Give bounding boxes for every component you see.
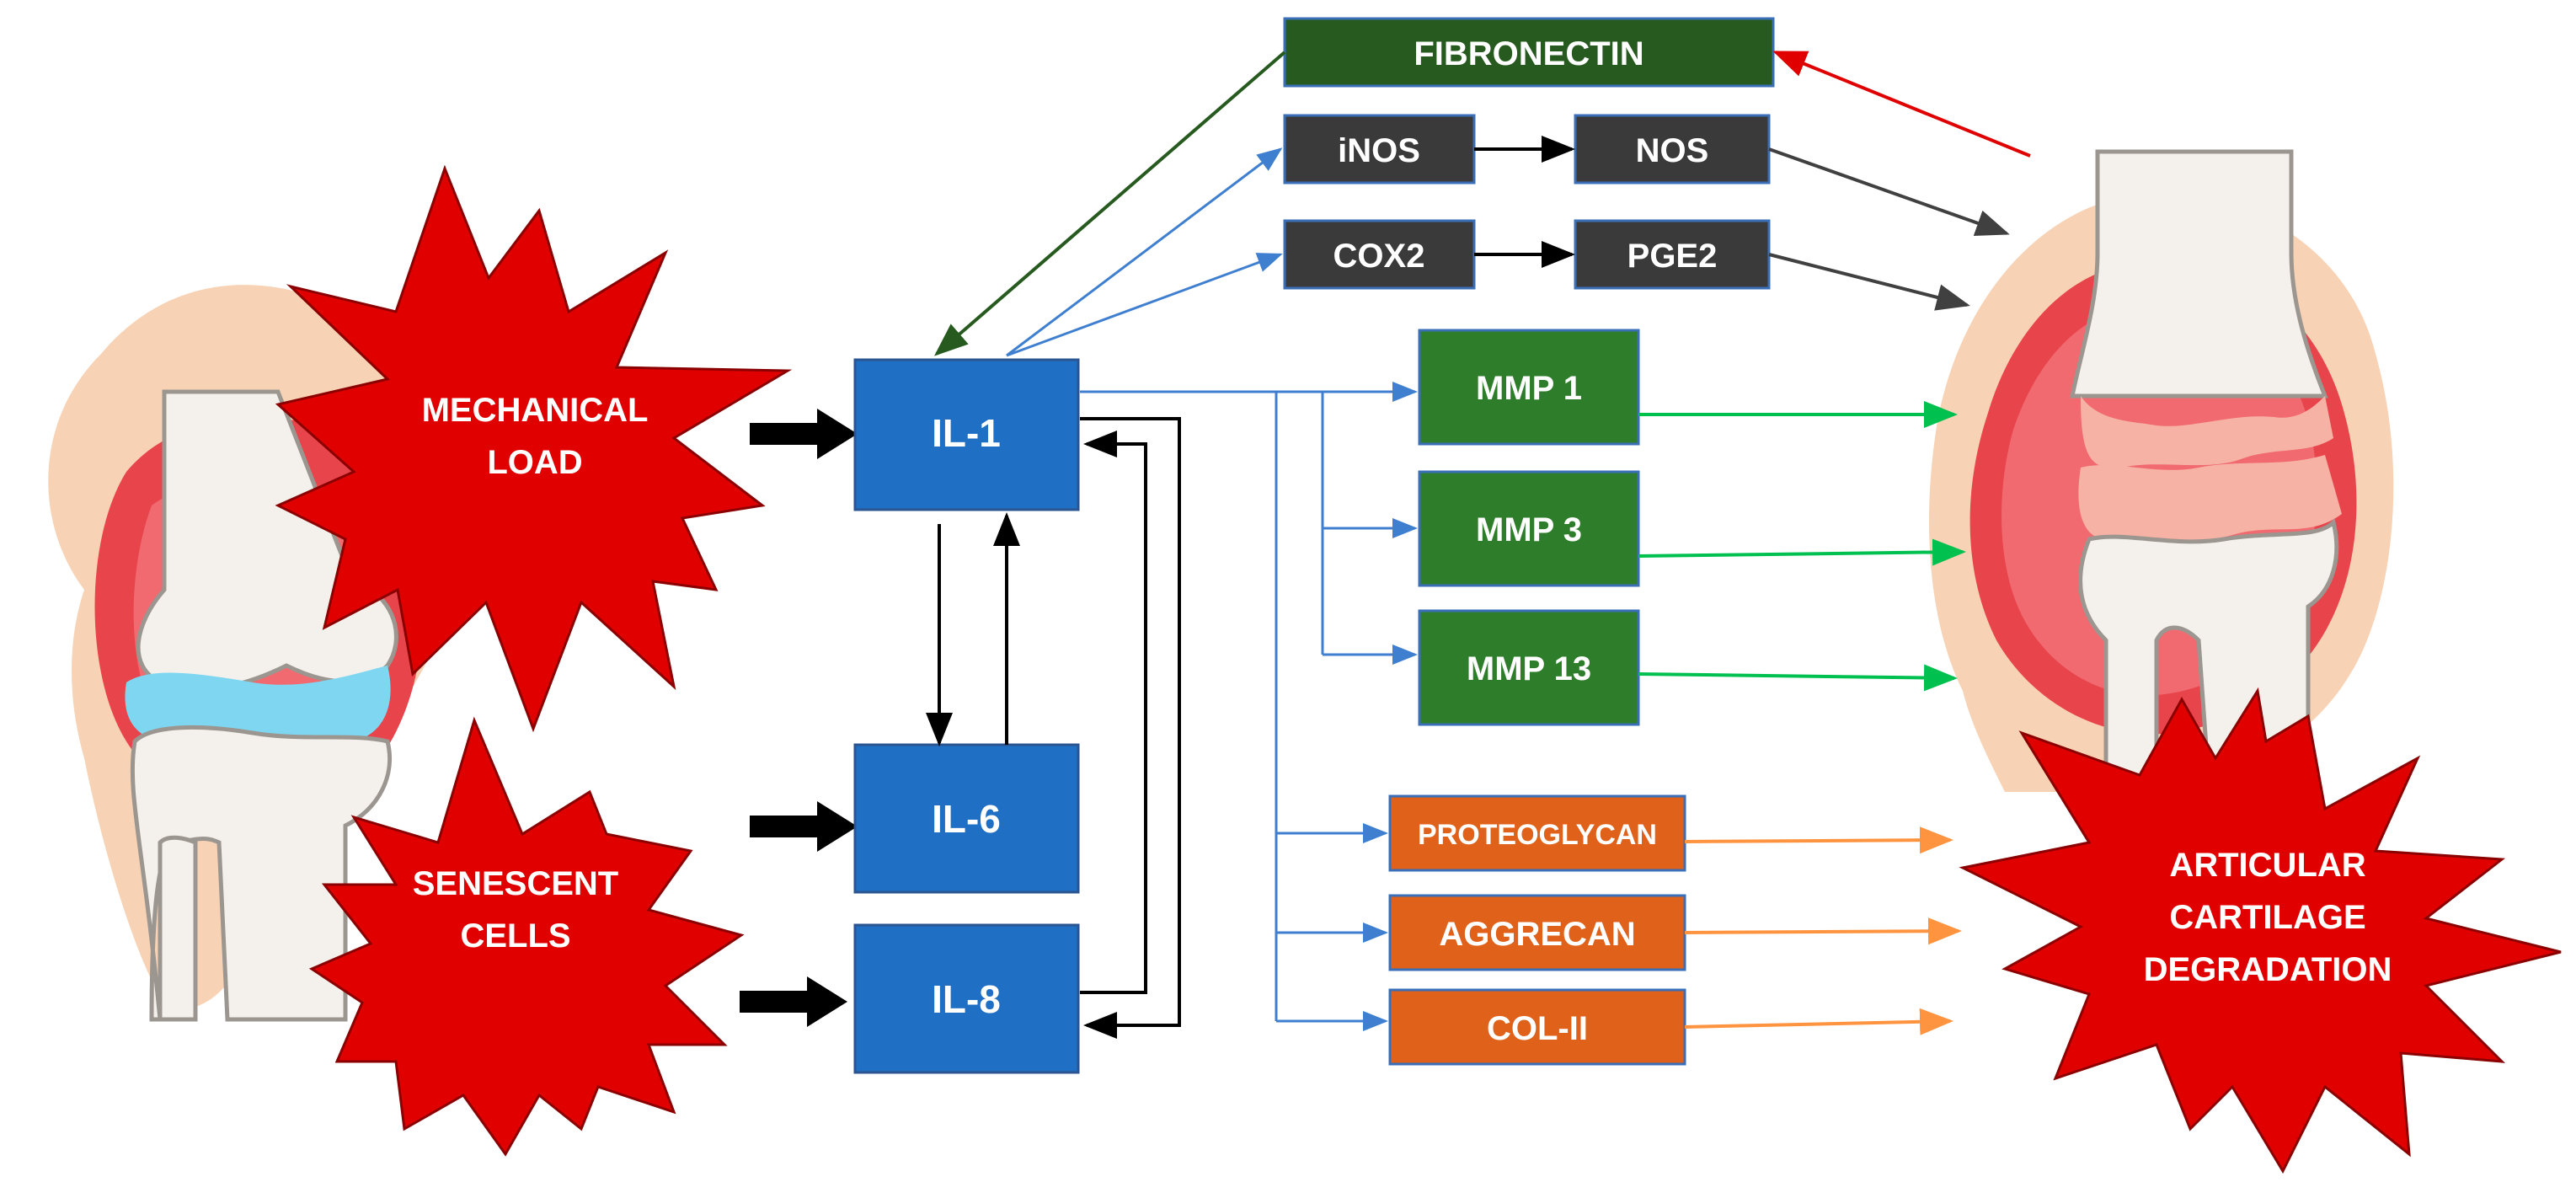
aggrecan-box: AGGRECAN — [1388, 894, 1686, 971]
cox2-label: COX2 — [1333, 238, 1425, 275]
col2-label: COL-II — [1487, 1010, 1588, 1047]
il8-box: IL-8 — [853, 923, 1080, 1074]
mechanical-load-label-line2: LOAD — [487, 444, 582, 481]
mechanical-load-label-line1: MECHANICAL — [422, 392, 649, 429]
il1-label: IL-1 — [932, 411, 1001, 455]
mmp3-label: MMP 3 — [1476, 511, 1582, 548]
outcome-label-line3: DEGRADATION — [2144, 951, 2392, 988]
il1-box: IL-1 — [853, 358, 1080, 511]
mechanical-load-starburst: MECHANICAL LOAD — [275, 164, 793, 733]
arrow-aggrecan-to-degradation — [1684, 917, 1962, 945]
nos-label: NOS — [1636, 132, 1709, 169]
starburst-shape — [275, 164, 793, 733]
arrow-il1-to-cox2 — [1006, 253, 1283, 357]
arrow-nos-to-joint — [1768, 147, 2010, 237]
mmp-output-arrows — [1638, 401, 1966, 692]
arrow-il1-to-il8-outer — [1080, 417, 1181, 1039]
nos-box: NOS — [1574, 114, 1771, 185]
thick-arrow-to-il1 — [750, 409, 858, 459]
interleukin-feedback-arrows — [926, 417, 1181, 1039]
senescent-cells-label-line2: CELLS — [460, 917, 570, 955]
mmp13-label: MMP 13 — [1467, 650, 1591, 687]
arrow-il1-to-inos — [1006, 147, 1283, 357]
arrow-proteoglycan-to-degradation — [1684, 826, 1953, 854]
inos-label: iNOS — [1338, 132, 1420, 169]
outcome-label-line1: ARTICULAR — [2169, 847, 2365, 884]
senescent-cells-label-line1: SENESCENT — [413, 865, 619, 902]
arrow-il8-to-il1-inner — [1080, 431, 1147, 994]
mmp1-box: MMP 1 — [1418, 329, 1640, 446]
mmp1-label: MMP 1 — [1476, 370, 1582, 407]
pge2-label: PGE2 — [1627, 238, 1718, 275]
thick-arrow-to-il6 — [750, 801, 858, 852]
col2-box: COL-II — [1388, 988, 1686, 1066]
senescent-cells-starburst: SENESCENT CELLS — [308, 716, 745, 1157]
outcome-label-line2: CARTILAGE — [2169, 899, 2365, 936]
fibronectin-label: FIBRONECTIN — [1414, 35, 1643, 72]
thick-arrow-to-il8 — [740, 976, 847, 1027]
arrow-pge2-to-joint — [1768, 253, 1970, 311]
mmp13-box: MMP 13 — [1418, 609, 1640, 726]
starburst-shape — [308, 716, 745, 1157]
il1-output-arrows — [1006, 147, 1418, 1031]
input-arrows — [740, 409, 858, 1027]
il8-label: IL-8 — [932, 977, 1001, 1021]
mediator-arrows — [933, 51, 2031, 356]
proteoglycan-box: PROTEOGLYCAN — [1388, 794, 1686, 872]
arrow-mmp3-to-joint — [1638, 538, 1966, 566]
il6-box: IL-6 — [853, 743, 1080, 894]
arrow-joint-to-fibronectin — [1772, 51, 2031, 158]
aggrecan-label: AGGRECAN — [1439, 916, 1635, 953]
proteoglycan-label: PROTEOGLYCAN — [1418, 819, 1657, 851]
osteoarthritic-knee-icon — [1929, 149, 2394, 792]
starburst-shape — [1959, 687, 2562, 1174]
cox2-box: COX2 — [1283, 219, 1476, 290]
inos-box: iNOS — [1283, 114, 1476, 185]
mmp3-box: MMP 3 — [1418, 470, 1640, 587]
arrow-col2-to-degradation — [1684, 1008, 1953, 1035]
articular-cartilage-degradation-starburst: ARTICULAR CARTILAGE DEGRADATION — [1959, 687, 2562, 1174]
il6-label: IL-6 — [932, 797, 1001, 841]
matrix-output-arrows — [1684, 826, 1962, 1035]
arrow-fibronectin-to-il1 — [933, 51, 1286, 356]
arrow-mmp13-to-joint — [1638, 664, 1958, 692]
fibronectin-box: FIBRONECTIN — [1283, 17, 1775, 88]
pge2-box: PGE2 — [1574, 219, 1771, 290]
